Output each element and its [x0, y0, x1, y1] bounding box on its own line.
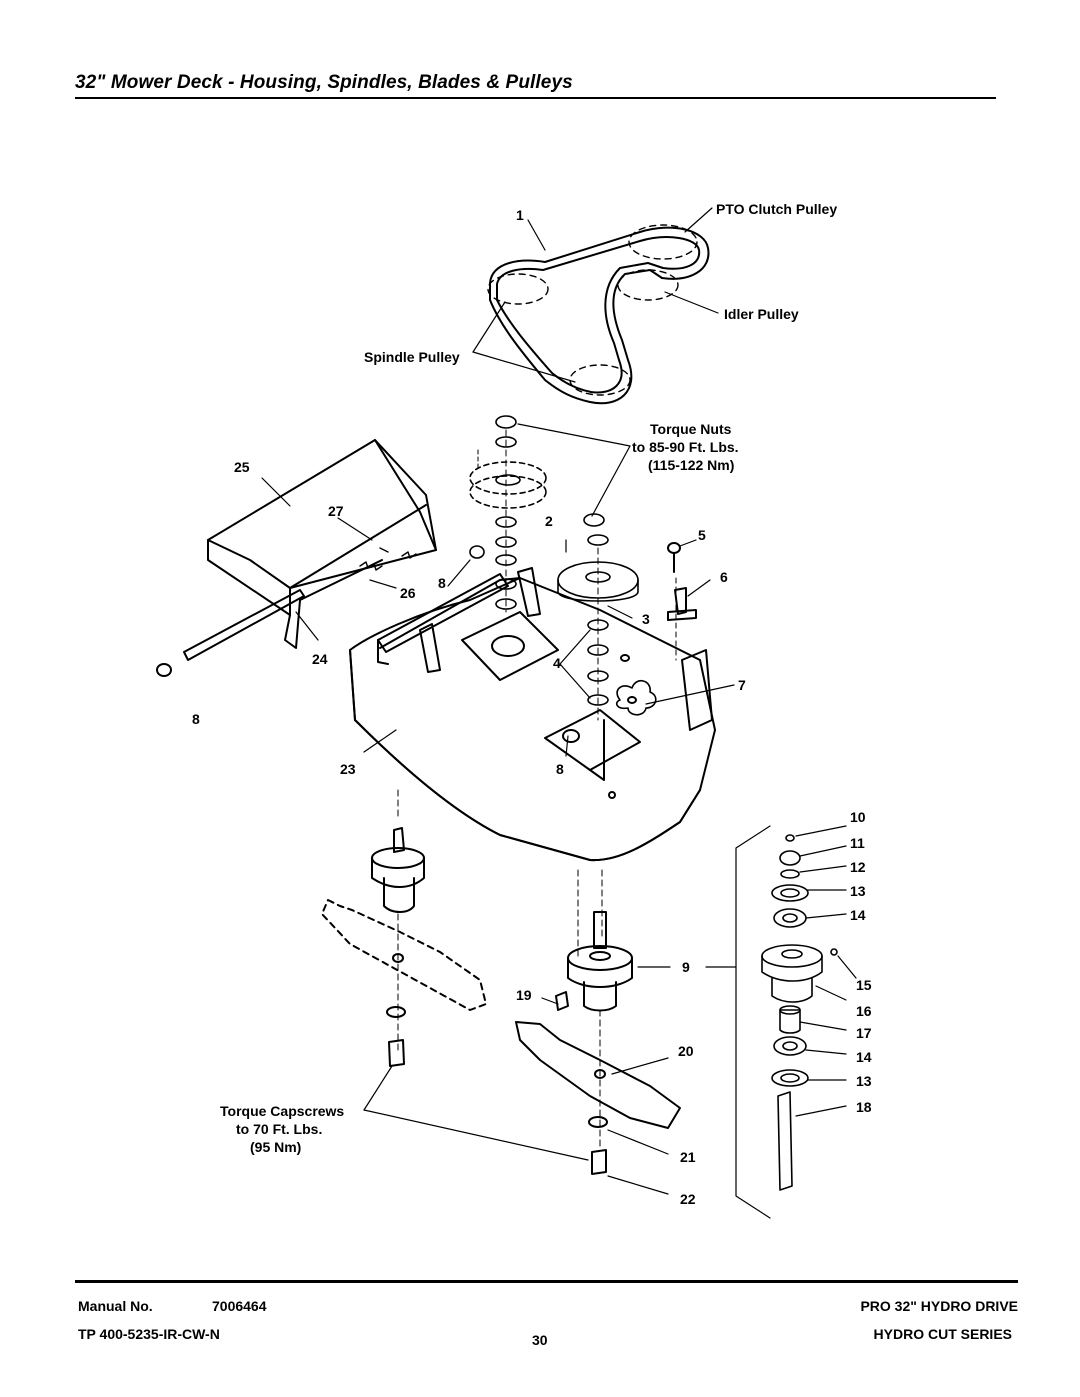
label-torque-nuts-metric: (115-122 Nm) — [648, 457, 734, 473]
label-spindle-pulley: Spindle Pulley — [364, 349, 460, 365]
part-number-6: 6 — [720, 569, 728, 585]
label-pto-clutch-pulley: PTO Clutch Pulley — [716, 201, 837, 217]
tp-code: TP 400-5235-IR-CW-N — [78, 1326, 220, 1342]
center-blade-assembly — [515, 869, 681, 1175]
left-blade-assembly — [321, 789, 487, 1067]
exploded-spindle — [761, 834, 838, 1191]
drive-belt — [487, 224, 710, 405]
manual-number: 7006464 — [212, 1298, 267, 1314]
part-number-1: 1 — [516, 207, 524, 223]
page-title: 32" Mower Deck - Housing, Spindles, Blad… — [75, 72, 573, 93]
part-number-14-upper: 14 — [850, 907, 866, 923]
part-number-25: 25 — [234, 459, 250, 475]
part-number-7: 7 — [738, 677, 746, 693]
part-number-18: 18 — [856, 1099, 872, 1115]
belt-cover — [207, 439, 437, 649]
deck-housing — [349, 542, 716, 862]
series-name: HYDRO CUT SERIES — [873, 1326, 1012, 1342]
part-number-24: 24 — [312, 651, 328, 667]
footer-divider — [75, 1280, 1018, 1283]
label-torque-nuts-value: to 85-90 Ft. Lbs. — [632, 439, 739, 455]
part-number-16: 16 — [856, 1003, 872, 1019]
part-number-19: 19 — [516, 987, 532, 1003]
part-number-8-plate: 8 — [556, 761, 564, 777]
part-number-15: 15 — [856, 977, 872, 993]
part-number-5: 5 — [698, 527, 706, 543]
part-number-13-lower: 13 — [856, 1073, 872, 1089]
part-number-13-upper: 13 — [850, 883, 866, 899]
part-number-8-cover: 8 — [438, 575, 446, 591]
part-number-10: 10 — [850, 809, 866, 825]
part-number-21: 21 — [680, 1149, 696, 1165]
part-number-2: 2 — [545, 513, 553, 529]
label-torque-capscrews: Torque Capscrews — [220, 1103, 344, 1119]
part-number-17: 17 — [856, 1025, 872, 1041]
part-number-27: 27 — [328, 503, 344, 519]
product-line: PRO 32" HYDRO DRIVE — [860, 1298, 1018, 1314]
part-number-3: 3 — [642, 611, 650, 627]
manual-label: Manual No. — [78, 1298, 153, 1314]
part-number-9: 9 — [682, 959, 690, 975]
mower-deck-parts-diagram: PTO Clutch Pulley Idler Pulley Spindle P… — [156, 201, 872, 1219]
page-number: 30 — [532, 1332, 548, 1348]
label-torque-nuts: Torque Nuts — [650, 421, 732, 437]
right-spindle-pulley-stack — [557, 513, 639, 721]
part-number-23: 23 — [340, 761, 356, 777]
label-torque-capscrews-value: to 70 Ft. Lbs. — [236, 1121, 322, 1137]
part-number-20: 20 — [678, 1043, 694, 1059]
part-number-22: 22 — [680, 1191, 696, 1207]
part-number-14-lower: 14 — [856, 1049, 872, 1065]
label-torque-capscrews-metric: (95 Nm) — [250, 1139, 301, 1155]
title-divider — [75, 97, 996, 99]
part-number-12: 12 — [850, 859, 866, 875]
pivot-rod — [156, 589, 305, 677]
part-number-4: 4 — [553, 655, 561, 671]
part-number-8-rod: 8 — [192, 711, 200, 727]
part-number-26: 26 — [400, 585, 416, 601]
part-number-11: 11 — [850, 835, 865, 851]
label-idler-pulley: Idler Pulley — [724, 306, 799, 322]
cover-springs — [359, 547, 417, 571]
